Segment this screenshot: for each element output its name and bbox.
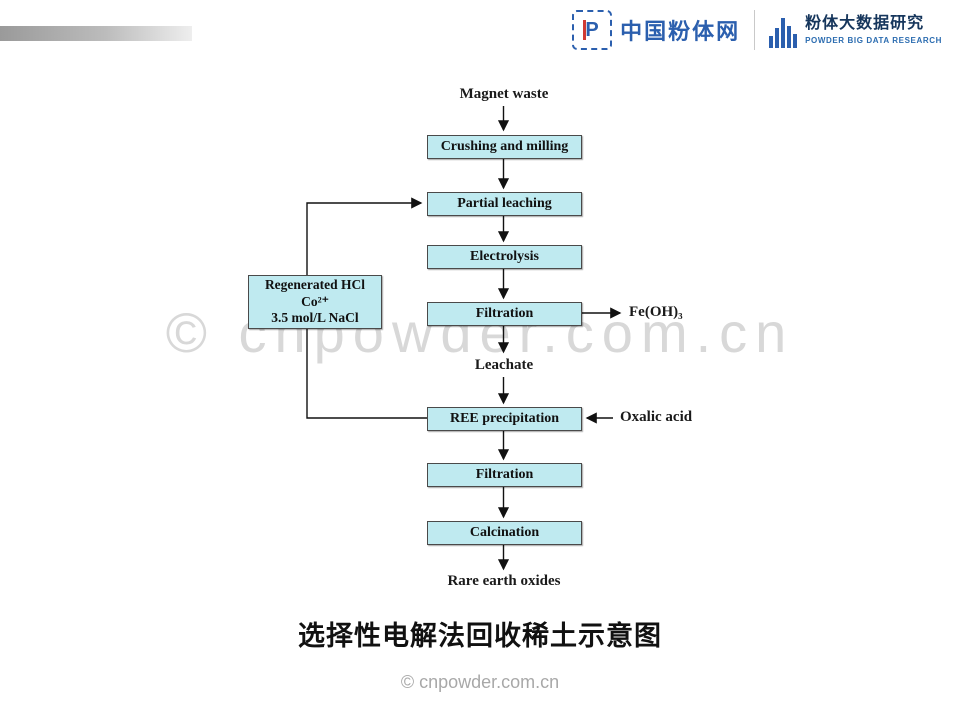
cnpowder-logo-text: 中国粉体网: [620, 19, 741, 44]
node-filtration-1: Filtration: [427, 302, 582, 326]
node-calcination: Calcination: [427, 521, 582, 545]
powder-bigdata-logo-texts: 粉体大数据研究 POWDER BIG DATA RESEARCH: [805, 12, 942, 46]
slide-caption: 选择性电解法回收稀土示意图: [298, 621, 662, 651]
node-filtration-2: Filtration: [427, 463, 582, 487]
node-magnet-waste: Magnet waste: [459, 86, 549, 102]
label-feoh3: Fe(OH)₃: [629, 304, 683, 320]
node-crushing-milling: Crushing and milling: [427, 135, 582, 159]
label-oxalic-acid: Oxalic acid: [620, 409, 693, 425]
cnpowder-logo: P 中国粉体网: [572, 10, 740, 50]
node-ree-precipitation: REE precipitation: [427, 407, 582, 431]
footer-credit: © cnpowder.com.cn: [400, 672, 560, 692]
node-regenerated-hcl: Regenerated HCl Co²⁺ 3.5 mol/L NaCl: [248, 275, 382, 329]
node-rare-earth-oxides: Rare earth oxides: [447, 573, 561, 589]
bar-chart-icon: [769, 12, 798, 48]
cnpowder-logo-icon: P: [572, 10, 613, 50]
node-partial-leaching: Partial leaching: [427, 192, 582, 216]
regen-line-2: Co²⁺: [301, 293, 329, 309]
regen-line-3: 3.5 mol/L NaCl: [271, 310, 359, 326]
powder-bigdata-title: 粉体大数据研究: [805, 15, 925, 32]
powder-bigdata-logo: 粉体大数据研究 POWDER BIG DATA RESEARCH: [769, 12, 942, 48]
node-leachate: Leachate: [474, 357, 534, 373]
header-divider: [754, 10, 756, 50]
header-decoration-bar: [0, 26, 192, 41]
regen-line-1: Regenerated HCl: [264, 277, 366, 293]
header: P 中国粉体网 粉体大数据研究 POWDER BIG DATA RESEARCH: [572, 10, 942, 50]
node-electrolysis: Electrolysis: [427, 245, 582, 269]
powder-bigdata-subtitle: POWDER BIG DATA RESEARCH: [805, 36, 942, 46]
